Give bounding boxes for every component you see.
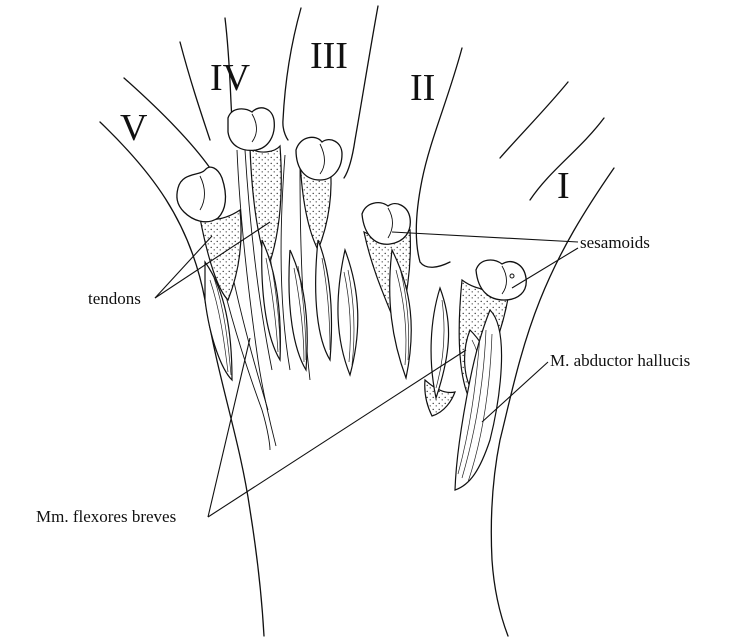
digit-ii-label: II xyxy=(410,67,435,109)
digit-iii-label: III xyxy=(310,35,348,77)
sesamoids-label: sesamoids xyxy=(580,233,650,252)
digit-i-label: I xyxy=(557,165,570,207)
abductor-hallucis-label: M. abductor hallucis xyxy=(550,351,690,370)
digit-v-label: V xyxy=(120,107,148,149)
digit-iv-label: IV xyxy=(210,57,251,99)
labels: V IV III II I sesamoids tendons M. abduc… xyxy=(36,35,690,526)
tendons-label: tendons xyxy=(88,289,141,308)
stippled-regions xyxy=(200,146,510,416)
muscle-bellies xyxy=(205,240,502,490)
flexores-breves-label: Mm. flexores breves xyxy=(36,507,176,526)
